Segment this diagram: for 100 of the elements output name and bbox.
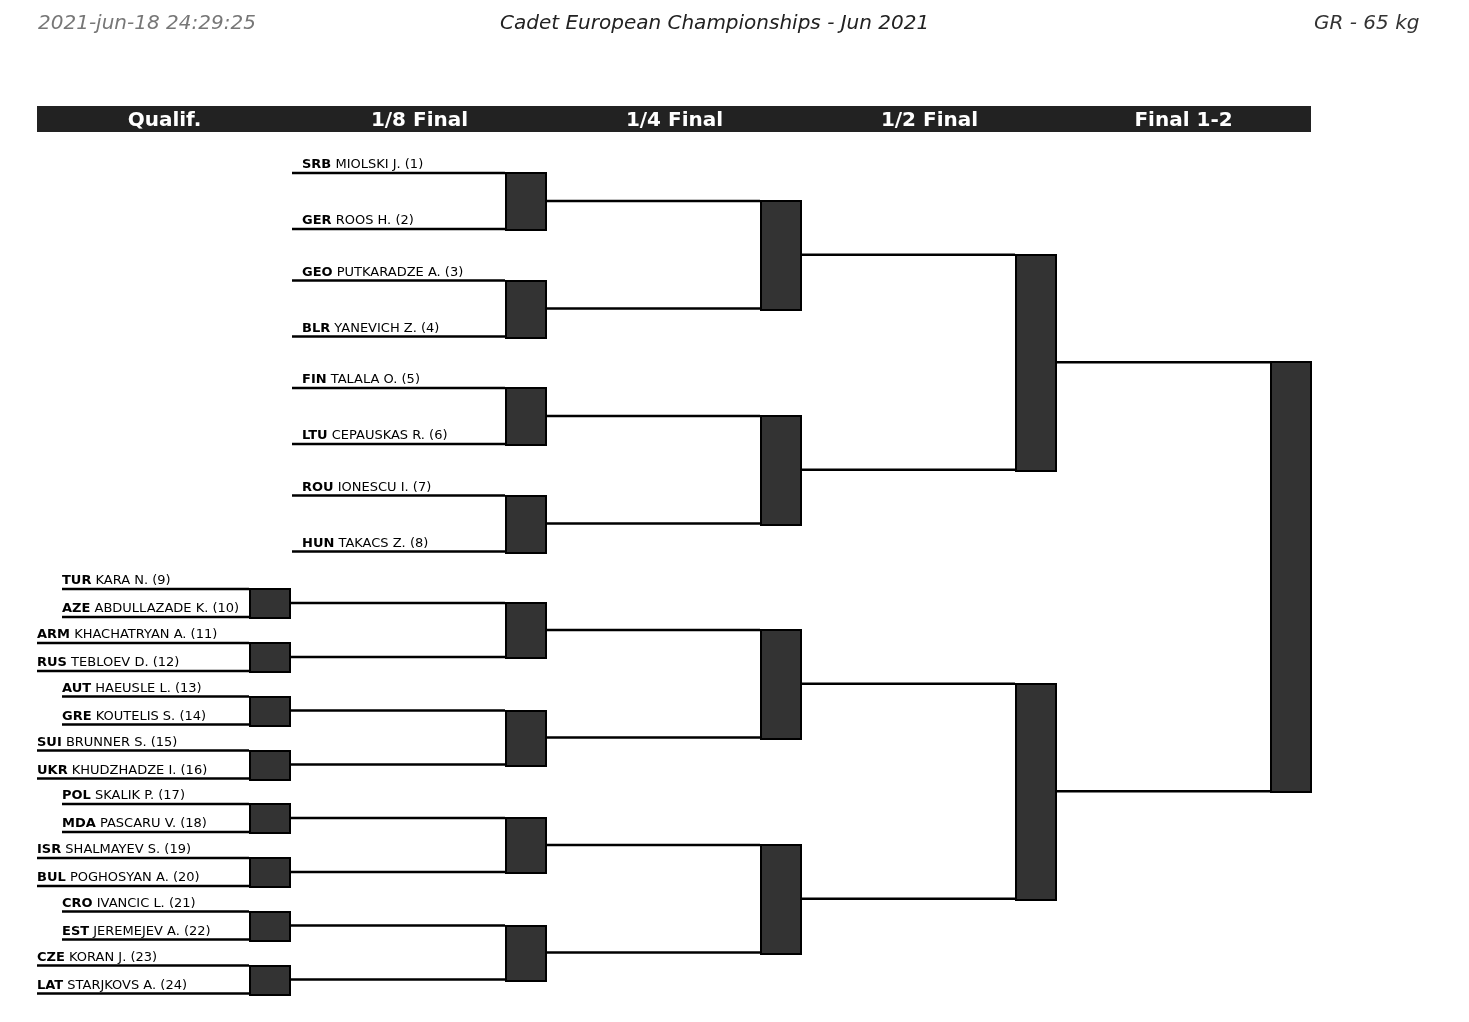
bracket-line	[37, 669, 249, 673]
bracket-line	[547, 951, 760, 954]
bracket-line	[547, 628, 760, 632]
competitor-name: UKR KHUDZHADZE I. (16)	[37, 761, 249, 778]
bracket-line	[547, 414, 760, 418]
competitor-name: ARM KHACHATRYAN A. (11)	[37, 626, 249, 642]
competitor-name: LAT STARJKOVS A. (24)	[37, 976, 249, 993]
competitor-name: GRE KOUTELIS S. (14)	[62, 707, 249, 724]
match-bar	[1270, 361, 1312, 794]
match-bar	[505, 602, 547, 659]
bracket-line	[291, 655, 505, 659]
bracket-line	[292, 494, 505, 497]
competitor-name: CZE KORAN J. (23)	[37, 948, 249, 965]
bracket-line	[802, 253, 1015, 256]
match-bar	[505, 709, 547, 767]
match-bar	[505, 387, 547, 446]
competitor-name: SUI BRUNNER S. (15)	[37, 733, 249, 750]
bracket-line	[547, 522, 760, 525]
competitor-name: BLR YANEVICH Z. (4)	[292, 319, 505, 336]
competitor-name: TUR KARA N. (9)	[62, 572, 249, 588]
competitor-name: FIN TALALA O. (5)	[292, 371, 505, 387]
bracket-line	[292, 550, 505, 553]
bracket-line	[292, 171, 505, 175]
bracket-line	[62, 802, 249, 806]
match-bar	[760, 415, 802, 526]
match-bar	[505, 494, 547, 554]
bracket-line	[37, 777, 249, 780]
round-heading: Qualif.	[126, 106, 203, 132]
competitor-name: CRO IVANCIC L. (21)	[62, 894, 249, 911]
competitor-name: ISR SHALMAYEV S. (19)	[37, 841, 249, 857]
match-bar	[505, 172, 547, 231]
bracket-line	[37, 992, 249, 995]
match-bar	[249, 964, 291, 996]
competitor-name: AUT HAEUSLE L. (13)	[62, 679, 249, 696]
round-heading: 1/2 Final	[879, 106, 980, 132]
match-bar	[505, 279, 547, 339]
bracket-line	[37, 884, 249, 888]
bracket-line	[62, 938, 249, 941]
bracket-line	[62, 615, 249, 619]
round-heading: 1/4 Final	[624, 106, 725, 132]
bracket-line	[62, 723, 249, 726]
match-bar	[249, 642, 291, 673]
bracket-line	[1057, 361, 1270, 364]
bracket-line	[291, 978, 505, 981]
bracket-line	[292, 279, 505, 282]
bracket-line	[291, 709, 505, 712]
competitor-name: HUN TAKACS Z. (8)	[292, 534, 505, 551]
bracket-line	[62, 910, 249, 913]
match-bar	[1015, 682, 1057, 901]
bracket-line	[292, 227, 505, 231]
bracket-line	[37, 641, 249, 645]
match-bar	[249, 695, 291, 727]
weight-class: GR - 65 kg	[1314, 10, 1420, 34]
bracket-line	[291, 763, 505, 766]
match-bar	[249, 749, 291, 781]
bracket-line	[62, 587, 249, 591]
competitor-name: MDA PASCARU V. (18)	[62, 815, 249, 831]
bracket-line	[292, 442, 505, 446]
match-bar	[760, 844, 802, 955]
bracket-line	[292, 335, 505, 338]
bracket-line	[547, 736, 760, 739]
competitor-name: LTU CEPAUSKAS R. (6)	[292, 427, 505, 443]
bracket-line	[37, 856, 249, 860]
match-bar	[249, 910, 291, 942]
bracket-line	[291, 924, 505, 927]
match-bar	[249, 588, 291, 619]
match-bar	[249, 857, 291, 888]
round-heading: 1/8 Final	[369, 106, 470, 132]
bracket-line	[291, 816, 505, 820]
bracket-line	[292, 386, 505, 390]
competitor-name: EST JEREMEJEV A. (22)	[62, 922, 249, 939]
bracket-line	[547, 307, 760, 310]
match-bar	[760, 200, 802, 311]
match-bar	[1015, 253, 1057, 472]
competitor-name: BUL POGHOSYAN A. (20)	[37, 869, 249, 885]
competitor-name: SRB MIOLSKI J. (1)	[292, 156, 505, 172]
bracket-line	[1057, 790, 1270, 793]
bracket-line	[802, 682, 1015, 685]
bracket-line	[37, 749, 249, 752]
competitor-name: GEO PUTKARADZE A. (3)	[292, 263, 505, 280]
bracket-line	[802, 897, 1015, 900]
competitor-name: POL SKALIK P. (17)	[62, 787, 249, 803]
bracket-line	[291, 870, 505, 874]
match-bar	[249, 803, 291, 834]
page-title: Cadet European Championships - Jun 2021	[500, 10, 930, 34]
bracket-line	[547, 199, 760, 203]
bracket-line	[802, 468, 1015, 471]
match-bar	[505, 817, 547, 874]
competitor-name: GER ROOS H. (2)	[292, 212, 505, 228]
competitor-name: RUS TEBLOEV D. (12)	[37, 654, 249, 670]
bracket-line	[62, 695, 249, 698]
timestamp: 2021-jun-18 24:29:25	[38, 10, 256, 34]
bracket-line	[291, 601, 505, 605]
match-bar	[760, 629, 802, 740]
bracket-line	[547, 843, 760, 847]
bracket-line	[37, 964, 249, 967]
competitor-name: AZE ABDULLAZADE K. (10)	[62, 600, 249, 616]
match-bar	[505, 924, 547, 982]
competitor-name: ROU IONESCU I. (7)	[292, 478, 505, 495]
bracket-line	[62, 830, 249, 834]
